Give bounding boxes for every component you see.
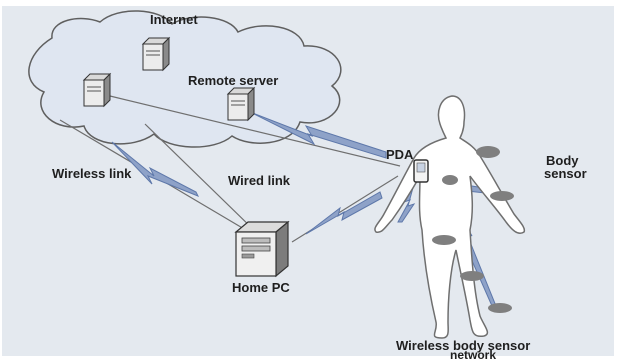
server-to-pda-line (109, 95, 401, 167)
wbsn-label-line1: Wireless body sensor (396, 338, 531, 353)
internet-label: Internet (150, 12, 198, 27)
wired-link-label: Wired link (228, 173, 291, 188)
pc-to-cloud-mid-line (144, 123, 259, 235)
sensor-icon (476, 146, 500, 158)
sensor-icon (488, 303, 512, 313)
sensor-icon (442, 175, 458, 185)
sensor-icon (460, 271, 484, 281)
desktop-tower-icon (234, 220, 290, 278)
internet-cloud (28, 10, 342, 148)
sensor-icon (432, 235, 456, 245)
home-pc-label: Home PC (232, 280, 290, 295)
server-icon (82, 72, 112, 108)
body-sensor-label-line2: sensor (544, 166, 587, 181)
wbsn-label-line2: network (450, 348, 497, 362)
server-icon (141, 36, 171, 72)
remote-server-label: Remote server (188, 73, 279, 88)
pda-icon (413, 159, 429, 183)
body-sensors (432, 146, 514, 313)
wireless-link-label: Wireless link (52, 166, 132, 181)
pda-label: PDA (386, 147, 414, 162)
human-body-outline (374, 95, 526, 339)
wireless-bolt-cloud-to-pc (111, 141, 200, 197)
wireless-bolt-server-to-pda (249, 111, 387, 159)
wireless-bolt-pc-to-pda (305, 191, 383, 235)
server-icon (226, 86, 256, 122)
sensor-icon (490, 191, 514, 201)
body-sensor-label-line1: Body (546, 153, 579, 168)
